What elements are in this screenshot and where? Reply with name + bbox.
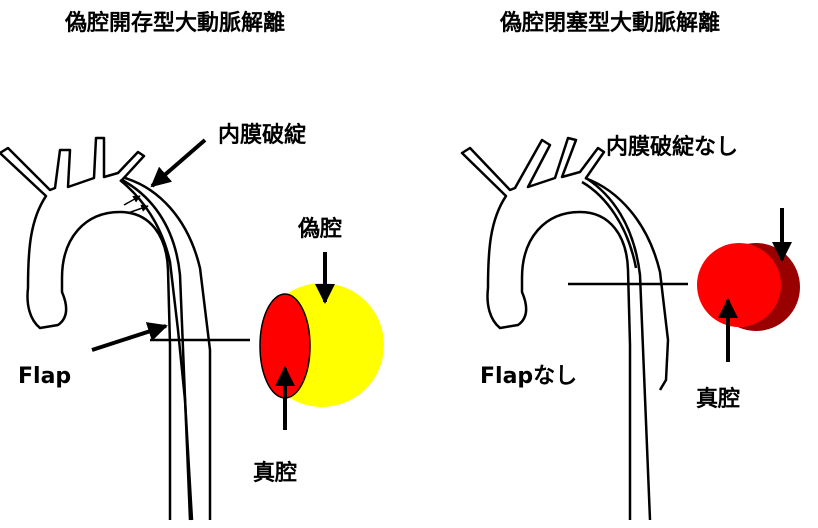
left-panel-patent-dissection: 偽腔開存型大動脈解離 内膜破綻 偽腔 Flap 真腔 bbox=[0, 10, 384, 521]
left-flap-label: Flap bbox=[18, 364, 71, 389]
right-flap-label: Flapなし bbox=[480, 364, 577, 389]
left-entry-label: 内膜破綻 bbox=[218, 122, 307, 148]
right-true-lumen-label: 真腔 bbox=[696, 386, 740, 412]
right-panel-thrombosed-dissection: 偽腔閉塞型大動脈解離 内膜破綻なし Flapなし 真腔 bbox=[460, 10, 800, 521]
left-aorta-outline bbox=[0, 136, 192, 521]
left-true-lumen-label: 真腔 bbox=[253, 460, 297, 486]
left-flap-line bbox=[119, 179, 194, 521]
right-title: 偽腔閉塞型大動脈解離 bbox=[499, 10, 720, 36]
right-entry-label: 内膜破綻なし bbox=[606, 134, 738, 160]
left-false-lumen-wall bbox=[124, 176, 212, 520]
right-aorta-outline bbox=[460, 136, 652, 521]
left-entry-small-arrow-2 bbox=[127, 204, 149, 214]
left-flap-arrow bbox=[91, 322, 168, 352]
right-true-lumen-area bbox=[697, 243, 781, 327]
left-title: 偽腔開存型大動脈解離 bbox=[64, 10, 285, 36]
left-entry-small-arrow-1 bbox=[123, 195, 141, 206]
left-false-lumen-label: 偽腔 bbox=[297, 216, 342, 242]
right-inner-wall-line bbox=[581, 180, 638, 269]
left-entry-arrow bbox=[150, 138, 207, 188]
